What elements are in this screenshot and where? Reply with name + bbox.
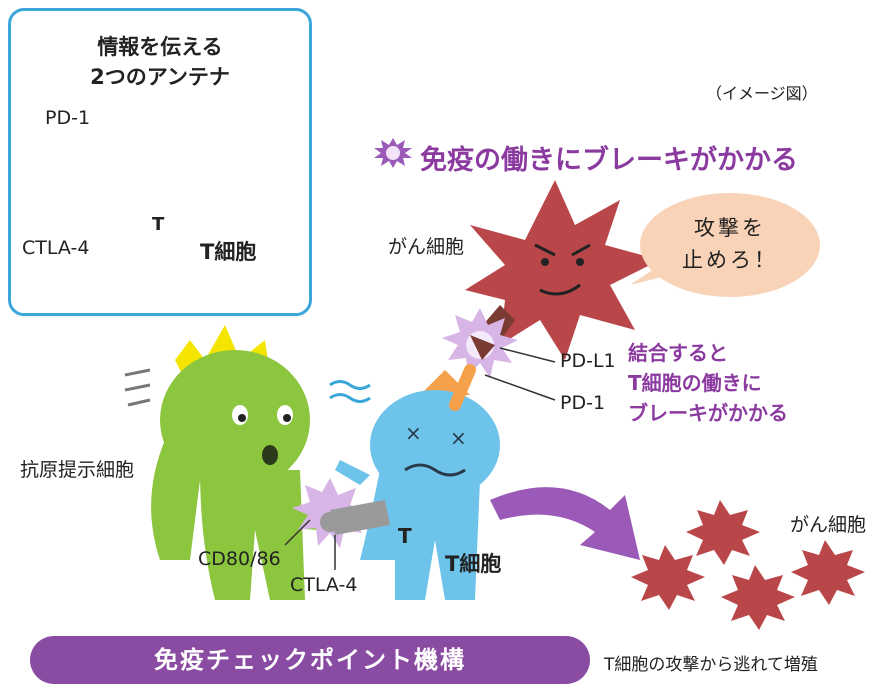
t-mark: T [398,524,412,548]
binding-explanation: 結合すると T細胞の働きに ブレーキがかかる [628,338,788,428]
t-cell-label: T細胞 [445,552,502,576]
binding-line2: T細胞の働きに [628,371,762,395]
cd80-label: CD80/86 [198,548,281,570]
title-banner: 免疫チェックポイント機構 [30,636,590,684]
binding-burst-pd [442,308,518,378]
inset-t-cell-label: T細胞 [200,240,257,264]
headline: 免疫の働きにブレーキがかかる [420,145,798,176]
escape-caption: T細胞の攻撃から逃れて増殖 [604,655,818,675]
small-cancer-cells [631,500,865,630]
inset-title-line1: 情報を伝える [97,35,223,59]
speech-line1: 攻撃を [694,216,766,240]
binding-line1: 結合すると [628,341,728,365]
image-note: （イメージ図） [706,84,818,103]
binding-burst-ctla4 [292,478,390,548]
binding-line3: ブレーキがかかる [628,401,788,425]
svg-text:×: × [450,426,467,450]
apc-label: 抗原提示細胞 [20,459,135,481]
inset-pd1-label: PD-1 [45,107,91,129]
antigen-presenting-cell [124,325,320,600]
cancer-cell-label: がん細胞 [388,236,465,258]
inset-panel [8,8,312,316]
headline-burst-icon [374,138,412,168]
inset-title: 情報を伝える 2つのアンテナ [8,32,312,92]
cancer-cells-label: がん細胞 [790,514,867,536]
inset-title-line2: 2つのアンテナ [90,65,230,89]
speech-text: 攻撃を 止めろ！ [660,212,800,276]
inset-t-mark: T [152,214,165,235]
pdl1-label: PD-L1 [560,350,616,372]
svg-text:×: × [405,421,422,445]
main-t-cell: × × [329,364,500,600]
inset-ctla4-label: CTLA-4 [22,237,90,259]
speech-line2: 止めろ！ [682,248,778,272]
escape-arrow-icon [490,487,640,560]
ctla4-label: CTLA-4 [290,574,358,596]
speech-bubble [630,193,820,297]
pd1-label: PD-1 [560,392,606,414]
